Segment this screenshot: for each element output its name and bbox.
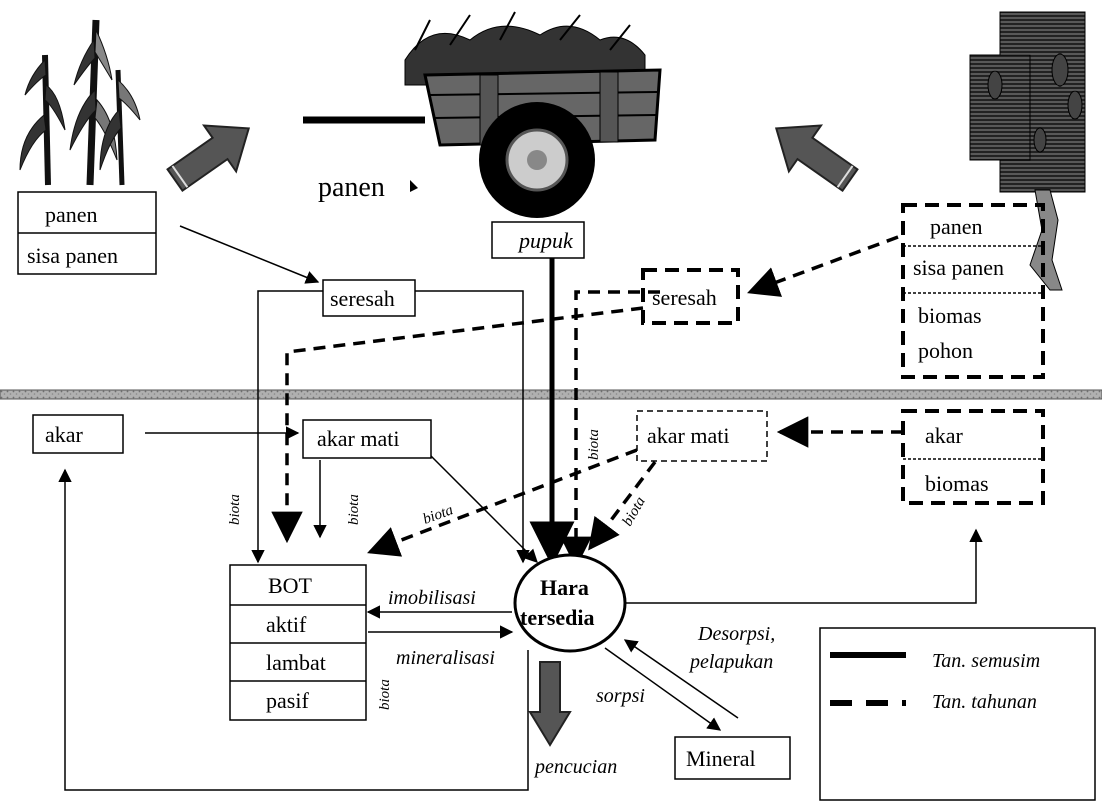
panen-label: panen bbox=[318, 172, 385, 203]
tree-biomas-text: biomas bbox=[918, 303, 982, 328]
pelapukan-label: pelapukan bbox=[688, 651, 773, 673]
tree-illustration bbox=[969, 11, 1086, 291]
svg-text:akar mati: akar mati bbox=[647, 423, 729, 448]
crop-harvest-box: panen sisa panen bbox=[17, 191, 157, 275]
svg-text:akar: akar bbox=[925, 423, 964, 448]
svg-text:Hara: Hara bbox=[540, 575, 589, 600]
mineral-box: Mineral bbox=[674, 736, 791, 780]
svg-text:seresah: seresah bbox=[330, 286, 395, 311]
akar-mati-box-solid: akar mati bbox=[302, 419, 432, 459]
biota-label-4: biota bbox=[586, 429, 602, 460]
bot-box: BOT aktif lambat pasif bbox=[229, 564, 367, 721]
seresah-box-dashed: seresah bbox=[641, 268, 740, 325]
tree-sisa-panen-text: sisa panen bbox=[913, 255, 1004, 280]
crop-panen-text: panen bbox=[45, 202, 98, 227]
crop-sisa-panen-text: sisa panen bbox=[27, 243, 118, 268]
svg-text:pupuk: pupuk bbox=[517, 228, 574, 253]
hara-tersedia-node: Hara tersedia bbox=[513, 553, 627, 653]
solid-flows bbox=[58, 225, 983, 791]
desorpsi-label: Desorpsi, bbox=[697, 623, 775, 645]
svg-text:tersedia: tersedia bbox=[520, 605, 595, 630]
svg-text:aktif: aktif bbox=[266, 612, 307, 637]
pencucian-label: pencucian bbox=[533, 756, 617, 778]
tree-pohon-text: pohon bbox=[918, 338, 973, 363]
biota-label-6: biota bbox=[377, 679, 393, 710]
dashed-flows bbox=[271, 235, 903, 569]
leaching-block-arrow bbox=[528, 661, 572, 747]
tree-panen-text: panen bbox=[930, 214, 983, 239]
biota-label-5: biota bbox=[620, 494, 649, 529]
panen-label-pointer bbox=[410, 180, 418, 192]
svg-text:pasif: pasif bbox=[266, 688, 309, 713]
svg-text:biomas: biomas bbox=[925, 471, 989, 496]
harvest-block-arrow-left bbox=[166, 124, 251, 193]
biota-label-1: biota bbox=[227, 494, 243, 525]
akar-mati-box-dashed: akar mati bbox=[636, 410, 768, 462]
svg-text:akar mati: akar mati bbox=[317, 426, 399, 451]
legend-solid-label: Tan. semusim bbox=[932, 650, 1040, 672]
legend: Tan. semusim Tan. tahunan bbox=[819, 627, 1096, 801]
bot-title: BOT bbox=[268, 573, 313, 598]
imobilisasi-label: imobilisasi bbox=[388, 587, 476, 609]
biota-label-3: biota bbox=[421, 502, 455, 528]
biota-label-2: biota bbox=[346, 494, 362, 525]
akar-box-left: akar bbox=[32, 414, 124, 454]
svg-text:lambat: lambat bbox=[266, 650, 326, 675]
cart-illustration bbox=[404, 11, 662, 218]
tree-harvest-box: panen sisa panen biomas pohon bbox=[901, 203, 1045, 379]
svg-text:seresah: seresah bbox=[652, 285, 717, 310]
svg-text:Mineral: Mineral bbox=[686, 746, 756, 771]
mineralisasi-label: mineralisasi bbox=[396, 647, 495, 669]
pupuk-box: pupuk bbox=[491, 221, 585, 259]
legend-dashed-label: Tan. tahunan bbox=[932, 691, 1037, 713]
sorpsi-label: sorpsi bbox=[596, 685, 645, 707]
akar-biomas-box: akar biomas bbox=[901, 409, 1045, 505]
svg-text:akar: akar bbox=[45, 422, 84, 447]
seresah-box-solid: seresah bbox=[322, 279, 416, 317]
harvest-block-arrow-right bbox=[774, 124, 859, 193]
maize-plant-illustration bbox=[19, 19, 141, 186]
